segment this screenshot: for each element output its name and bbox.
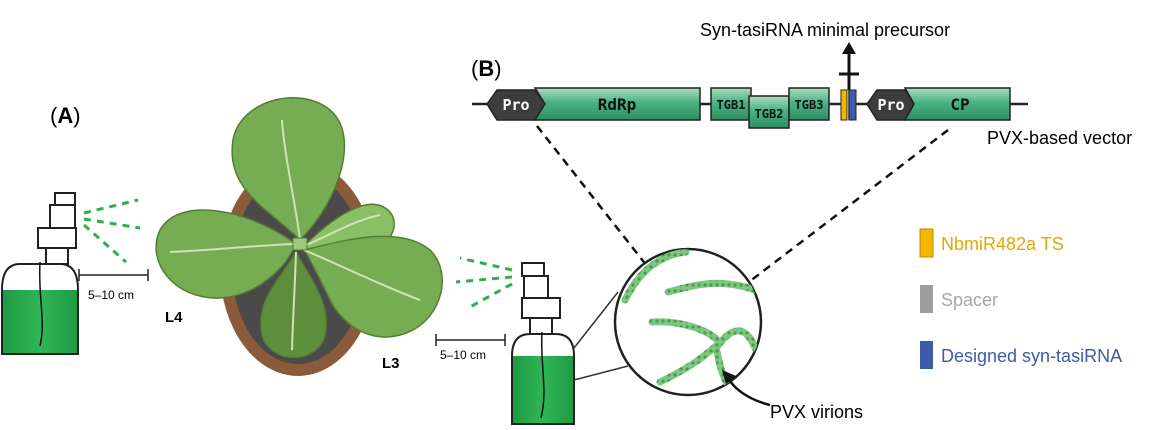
panel-a-label: (A) [50, 103, 81, 128]
virions-label: PVX virions [770, 402, 863, 422]
precursor-arrow [839, 42, 859, 90]
distance-label-right: 5–10 cm [440, 348, 486, 362]
gene-tgb1: TGB1 [710, 87, 752, 121]
gene-pro-2: Pro [866, 89, 915, 121]
legend-label-syn-tasirna: Designed syn-tasiRNA [941, 346, 1122, 366]
gene-rdrp: RdRp [533, 87, 701, 121]
svg-text:CP: CP [950, 95, 969, 114]
distance-label-left: 5–10 cm [88, 288, 134, 302]
vector-label: PVX-based vector [987, 128, 1132, 148]
gene-pro-1: Pro [486, 89, 546, 121]
panel-b-label: (B) [471, 56, 502, 81]
virion-zoom-circle [613, 247, 763, 397]
magnifier-lines [573, 291, 629, 381]
legend-label-spacer: Spacer [941, 290, 998, 310]
spray-mist-right [455, 256, 513, 310]
leaf-label-l4: L4 [165, 309, 183, 326]
svg-text:RdRp: RdRp [598, 95, 637, 114]
svg-text:Pro: Pro [877, 96, 904, 114]
leaf-label-l3: L3 [382, 355, 400, 372]
gene-cp: CP [903, 87, 1011, 121]
distance-bar-right [435, 334, 506, 346]
svg-text:TGB2: TGB2 [755, 107, 784, 121]
spray-mist-left [83, 198, 141, 264]
precursor-label: Syn-tasiRNA minimal precursor [700, 20, 950, 40]
svg-text:Pro: Pro [502, 96, 529, 114]
svg-text:TGB3: TGB3 [795, 98, 824, 112]
distance-bar-left [78, 269, 149, 281]
legend-swatch-nbmir482a [919, 228, 934, 258]
legend-label-nbmir482a: NbmiR482a TS [941, 234, 1064, 254]
virions-pointer-arrow [722, 370, 771, 407]
spray-bottle-left [0, 192, 79, 355]
zoom-guide-lines [536, 125, 949, 286]
panel-a: (A) 5–10 cm [0, 97, 575, 425]
precursor-insert [840, 89, 857, 121]
svg-text:TGB1: TGB1 [717, 98, 746, 112]
plant-illustration [155, 97, 443, 376]
gene-tgb2: TGB2 [748, 95, 790, 129]
spray-bottle-right [511, 262, 575, 425]
legend: NbmiR482a TS Spacer Designed syn-tasiRNA [919, 228, 1122, 369]
gene-tgb3: TGB3 [788, 87, 830, 121]
legend-swatch-syn-tasirna [920, 341, 933, 369]
panel-b: (B) Syn-tasiRNA minimal precursor Pro Rd… [471, 20, 1132, 422]
legend-swatch-spacer [920, 285, 933, 313]
